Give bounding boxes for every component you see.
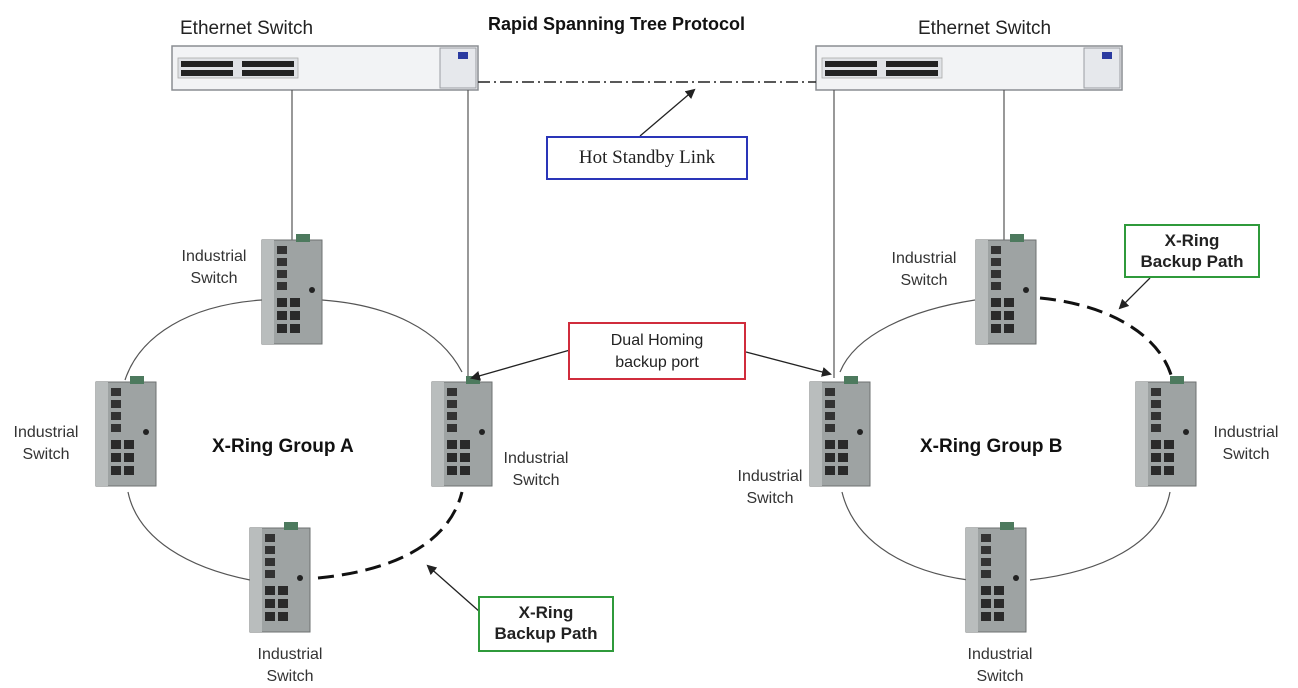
ring-a-backup-path xyxy=(317,491,464,580)
group-a-title: X-Ring Group A xyxy=(212,436,354,457)
group-b-title: X-Ring Group B xyxy=(920,436,1063,457)
xring-backup-path-callout: X-Ring Backup Path xyxy=(478,596,614,652)
ring-a-segment xyxy=(127,491,251,581)
ring-a-segment xyxy=(124,299,263,381)
ring-b-segment xyxy=(1029,491,1171,581)
ring-b-backup-path xyxy=(1039,296,1174,379)
ethernet-switch-label: Ethernet Switch xyxy=(918,18,1052,39)
ethernet-switch-label: Ethernet Switch xyxy=(180,18,314,39)
industrial-switch-icon xyxy=(249,521,311,633)
hot-standby-link-callout: Hot Standby Link xyxy=(546,136,748,180)
industrial-switch-icon xyxy=(431,375,493,487)
xring-backup-path-callout: X-Ring Backup Path xyxy=(1124,224,1260,278)
ethernet-switch-icon xyxy=(815,45,1123,91)
industrial-switch-label: Industrial Switch xyxy=(181,248,247,287)
arrow-icon xyxy=(426,564,481,613)
dual-homing-callout: Dual Homing backup port xyxy=(568,322,746,380)
ring-b-segment xyxy=(839,299,976,373)
ring-b-segment xyxy=(841,491,969,581)
industrial-switch-label: Industrial Switch xyxy=(737,468,803,507)
arrow-icon xyxy=(470,349,571,381)
industrial-switch-icon xyxy=(1135,375,1197,487)
industrial-switch-icon xyxy=(95,375,157,487)
industrial-switch-label: Industrial Switch xyxy=(257,646,323,685)
industrial-switch-icon xyxy=(965,521,1027,633)
ethernet-switch-icon xyxy=(171,45,479,91)
diagram-title: Rapid Spanning Tree Protocol xyxy=(488,14,746,34)
industrial-switch-label: Industrial Switch xyxy=(967,646,1033,685)
industrial-switch-label: Industrial Switch xyxy=(503,450,569,489)
industrial-switch-label: Industrial Switch xyxy=(13,424,79,463)
industrial-switch-icon xyxy=(809,375,871,487)
industrial-switch-label: Industrial Switch xyxy=(1213,424,1279,463)
industrial-switch-icon xyxy=(975,233,1037,345)
industrial-switch-label: Industrial Switch xyxy=(891,250,957,289)
arrow-icon xyxy=(1118,277,1151,310)
ring-a-segment xyxy=(321,299,463,373)
arrow-icon xyxy=(639,88,696,137)
arrow-icon xyxy=(745,351,832,377)
industrial-switch-icon xyxy=(261,233,323,345)
